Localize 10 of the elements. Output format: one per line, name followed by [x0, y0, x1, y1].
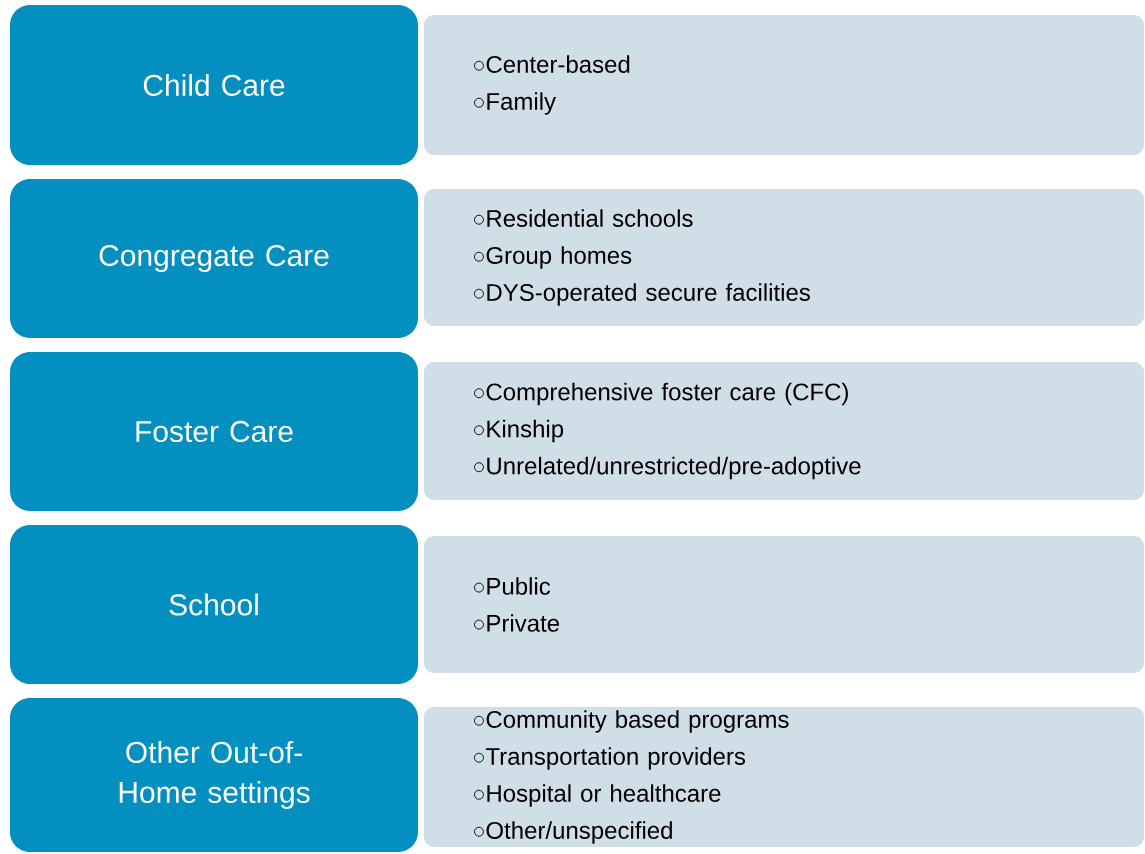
category-box: Child Care — [10, 5, 418, 165]
category-box: Other Out-of-Home settings — [10, 698, 418, 852]
category-box: Foster Care — [10, 352, 418, 511]
list-panel: Residential schools Group homes DYS-operated secure facilities — [424, 189, 1144, 326]
list-panel: Center-based Family — [424, 15, 1144, 155]
list-panel: Comprehensive foster care (CFC) Kinship Unrelated/unrestricted/pre-adoptive — [424, 362, 1144, 500]
category-box: School — [10, 525, 418, 684]
list-panel: Community based programs Transportation providers Hospital or healthcare Other/unspecified — [424, 707, 1144, 847]
list-panel: Public Private — [424, 536, 1144, 673]
category-box: Congregate Care — [10, 179, 418, 338]
